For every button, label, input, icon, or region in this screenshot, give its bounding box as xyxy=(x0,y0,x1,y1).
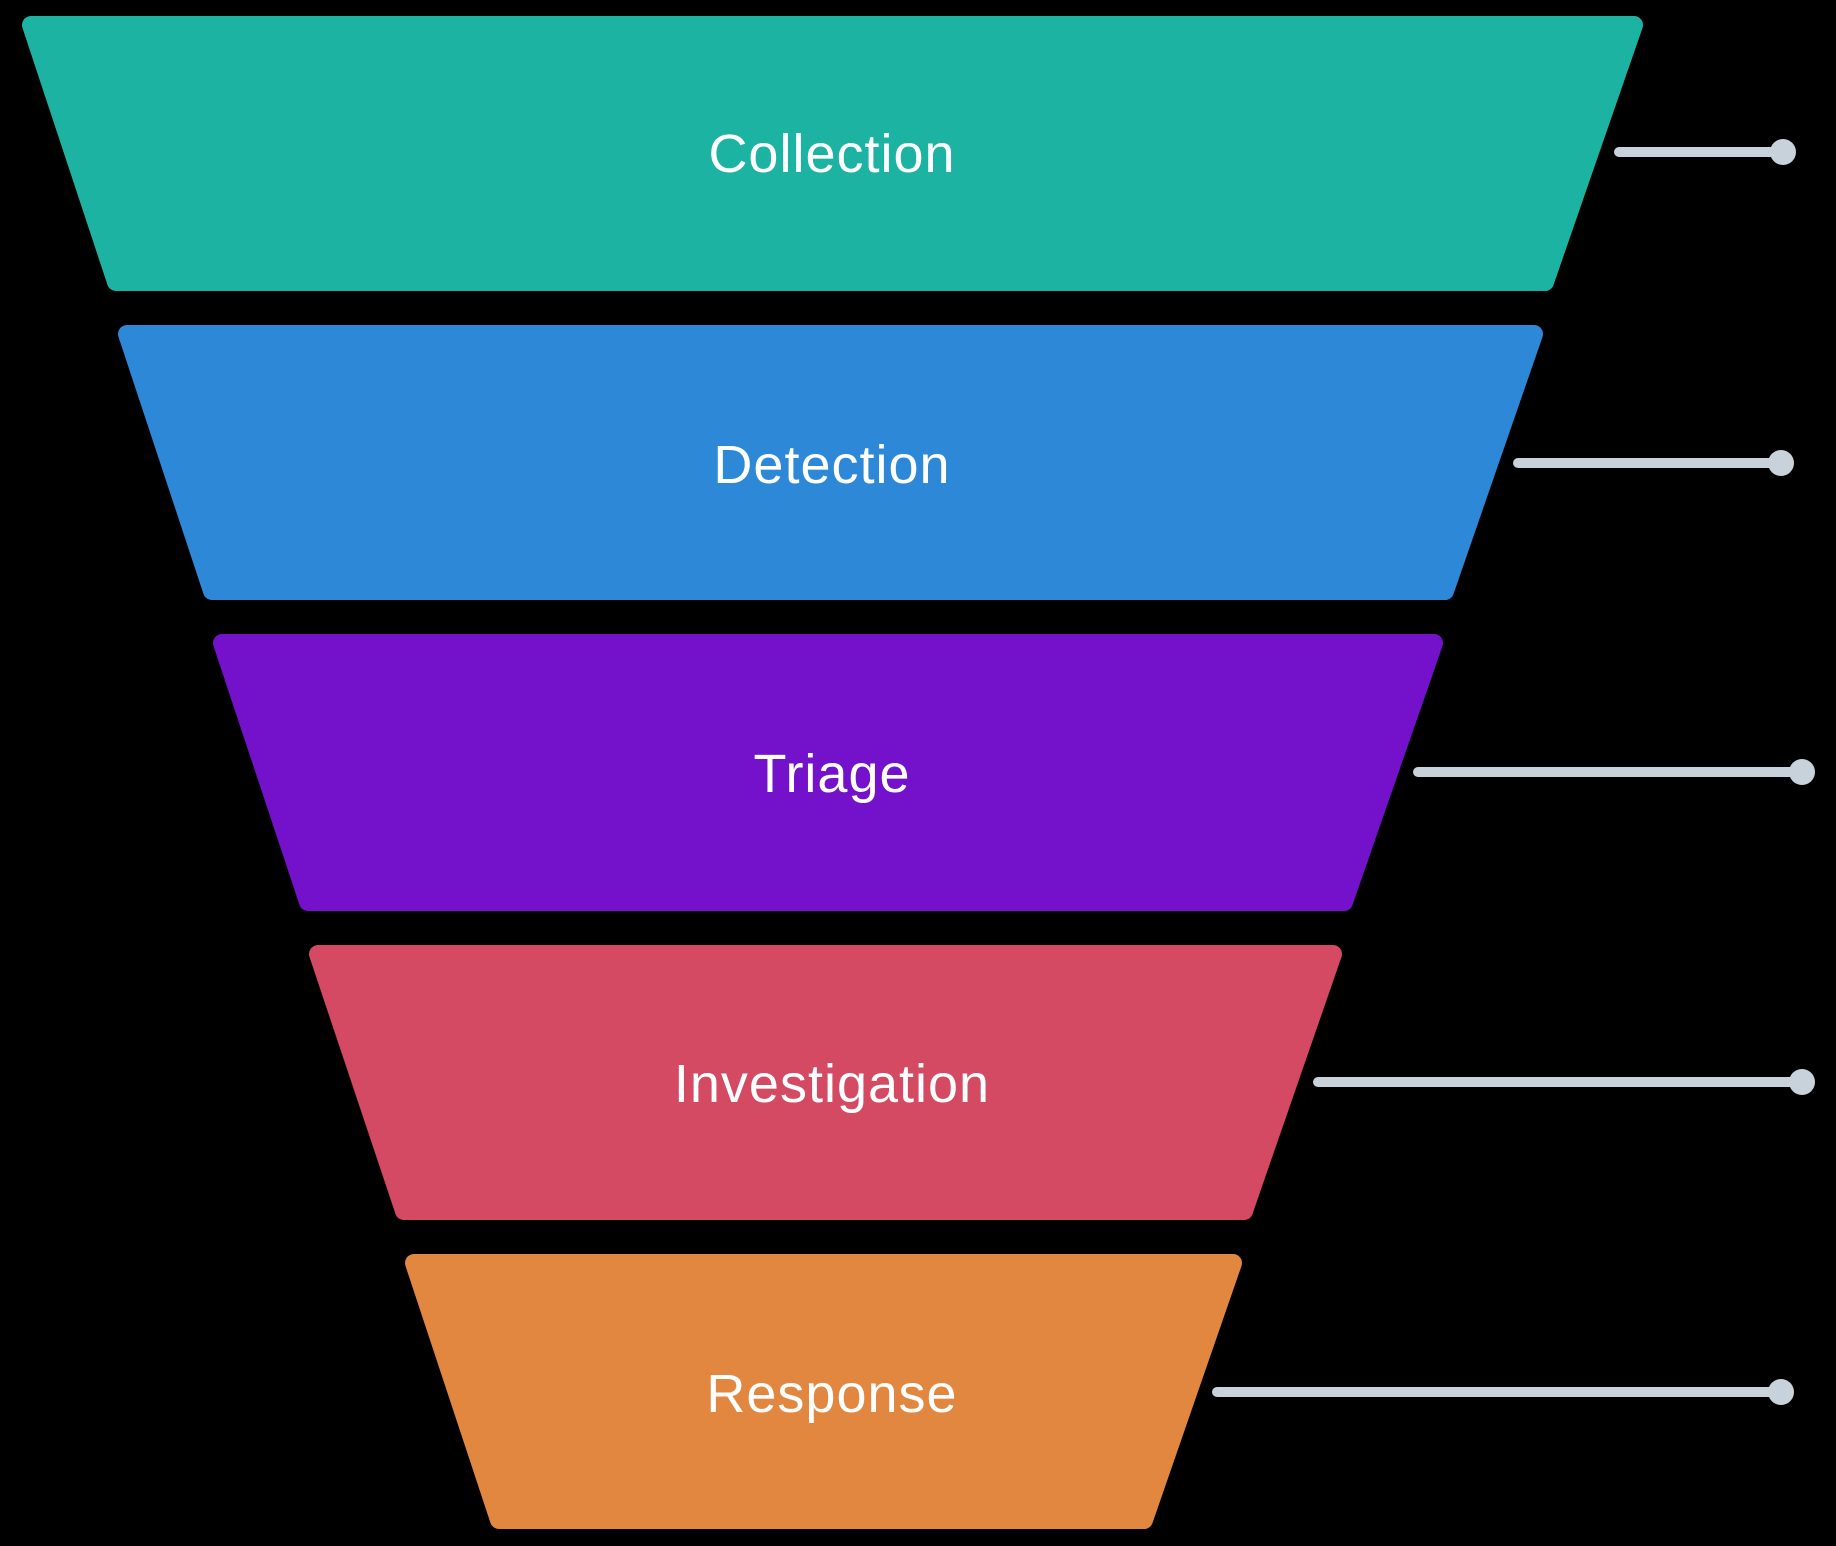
stage-shape xyxy=(213,634,1443,911)
connector-dot xyxy=(1768,1379,1794,1405)
connector-dot xyxy=(1789,1069,1815,1095)
funnel-stage-detection: Detection xyxy=(118,325,1794,600)
stage-shape xyxy=(309,945,1342,1220)
connector-dot xyxy=(1768,450,1794,476)
stage-label: Detection xyxy=(713,435,950,495)
connector-dot xyxy=(1789,759,1815,785)
stage-shape xyxy=(118,325,1543,600)
funnel-stage-triage: Triage xyxy=(213,634,1815,911)
funnel-stage-collection: Collection xyxy=(22,16,1796,291)
stage-label: Investigation xyxy=(674,1054,990,1114)
stage-shape xyxy=(22,16,1643,291)
stage-label: Collection xyxy=(708,124,955,184)
funnel-stage-response: Response xyxy=(405,1254,1794,1529)
stage-label: Triage xyxy=(753,744,910,804)
funnel-stage-investigation: Investigation xyxy=(309,945,1815,1220)
stage-label: Response xyxy=(706,1364,957,1424)
stage-shape xyxy=(405,1254,1242,1529)
connector-dot xyxy=(1770,139,1796,165)
